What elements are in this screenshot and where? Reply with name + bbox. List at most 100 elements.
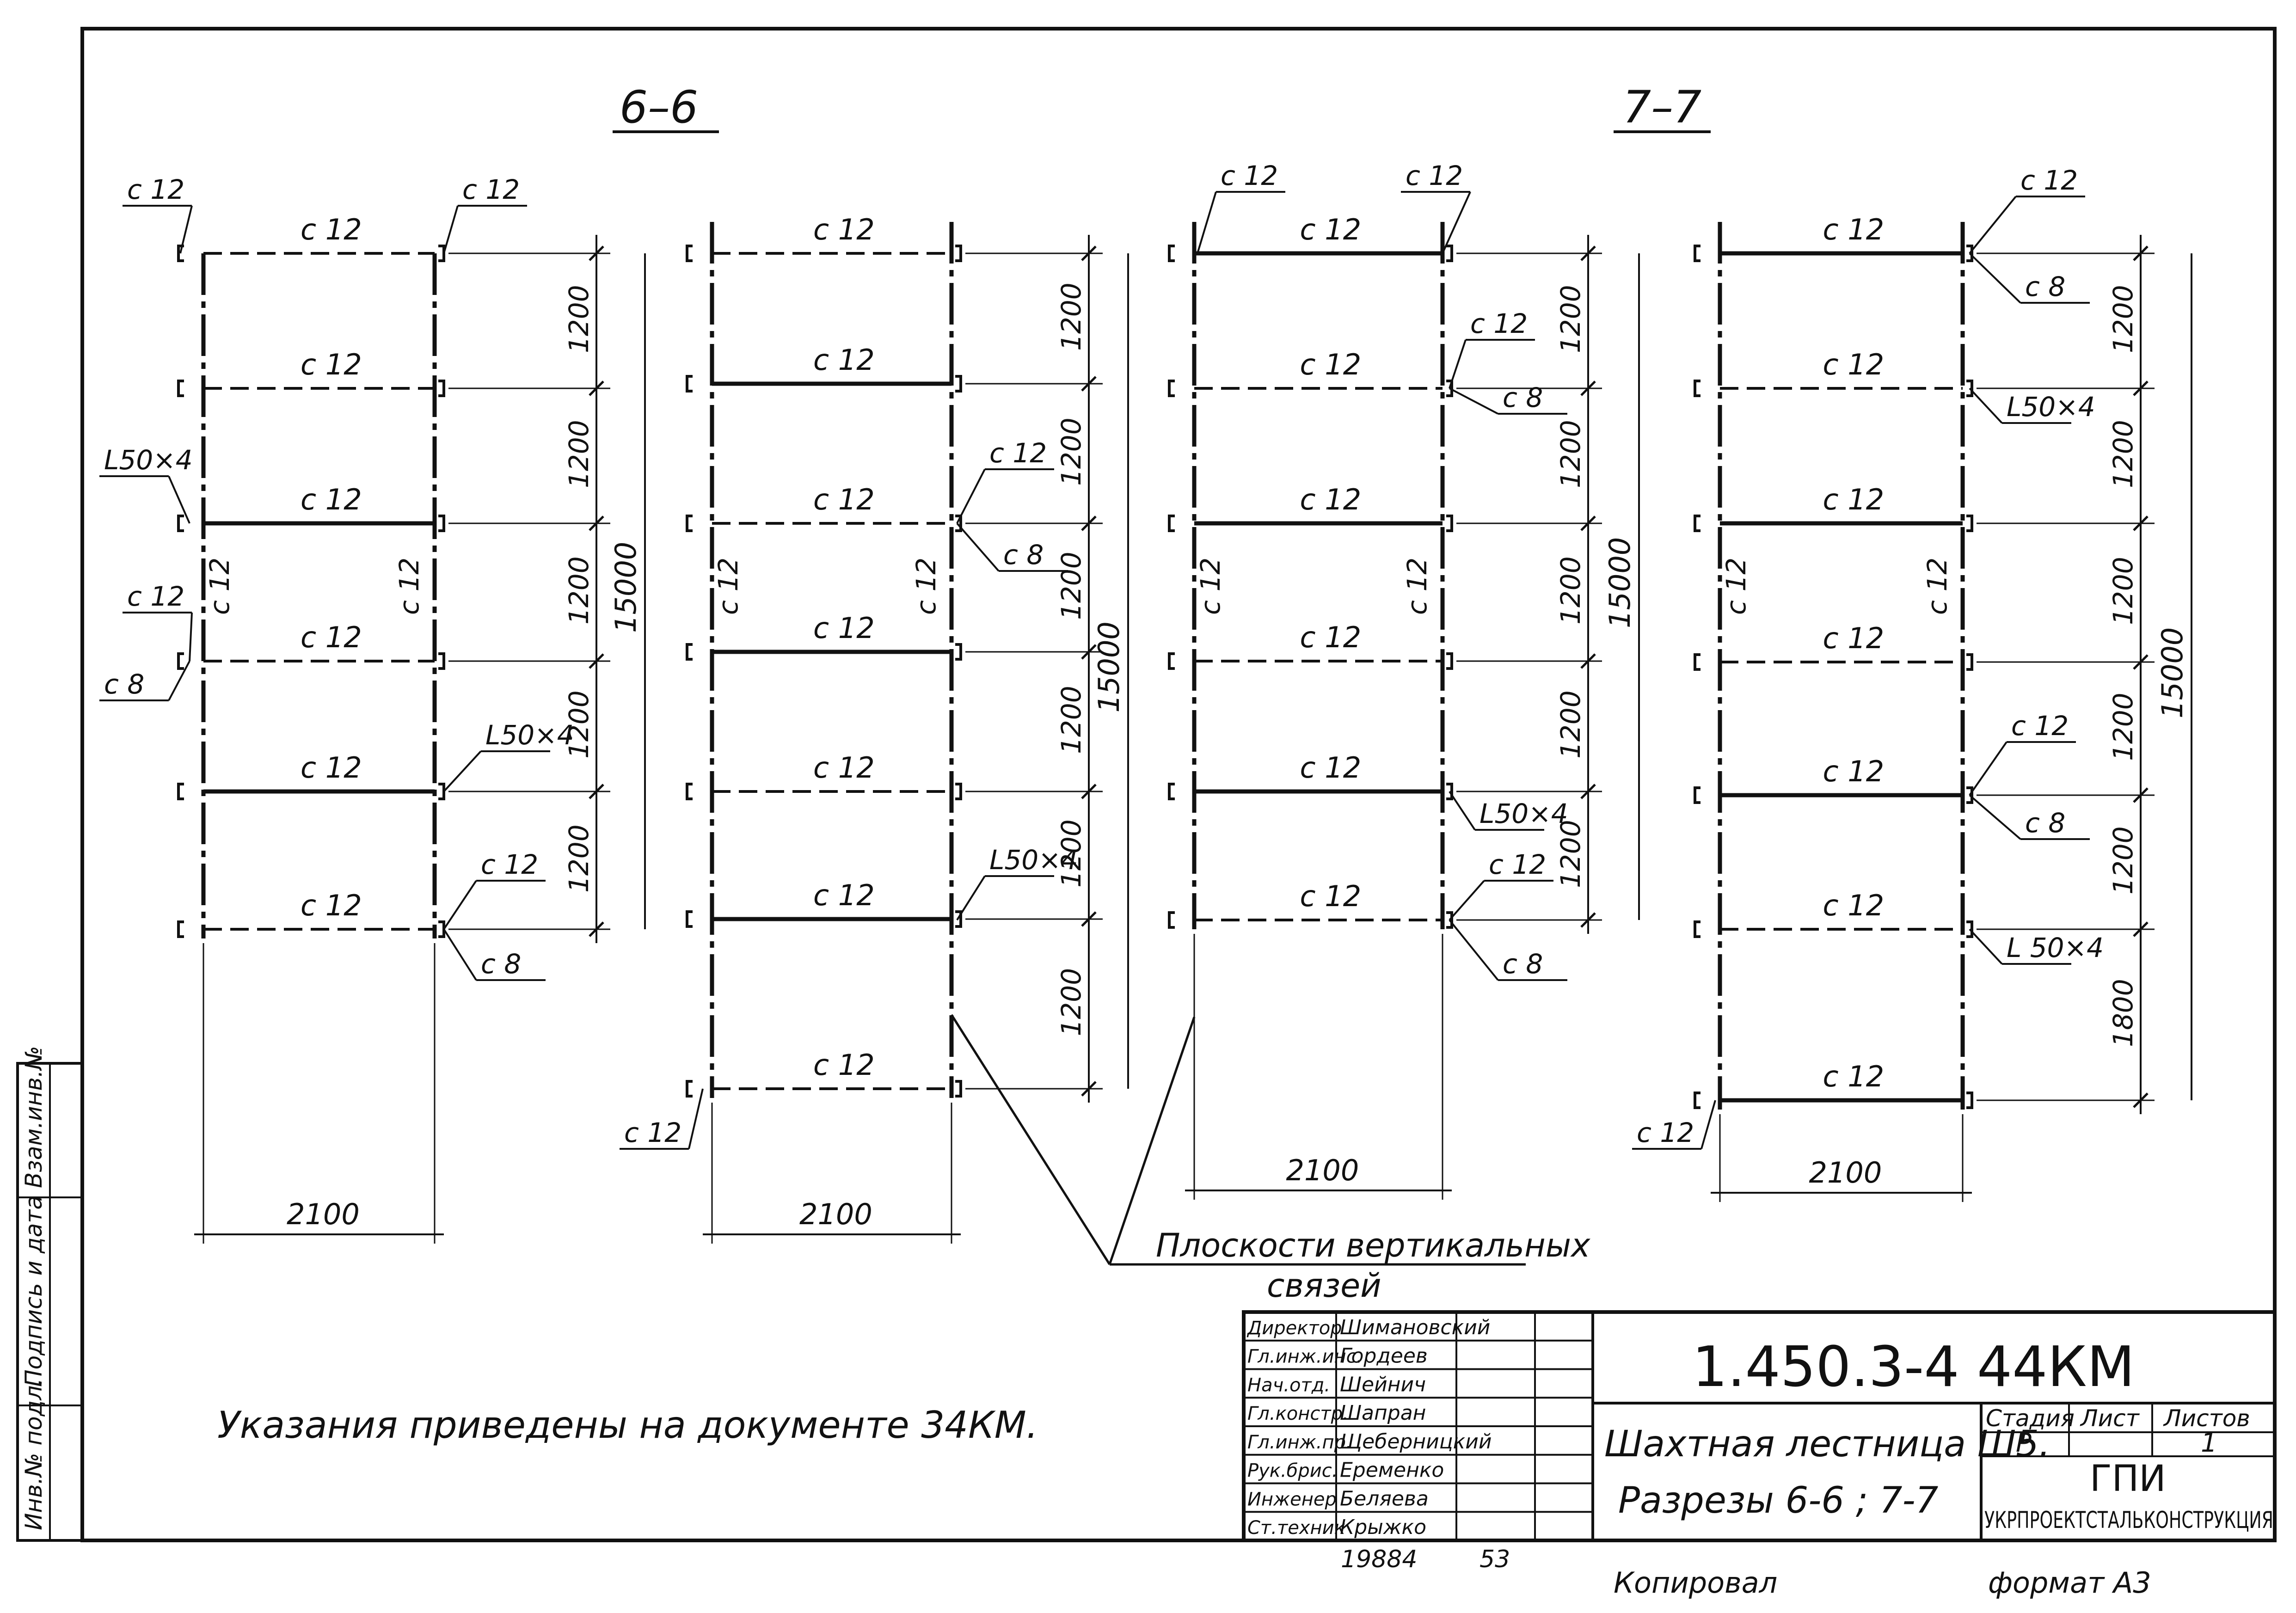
dimension-tick (589, 380, 604, 396)
beam-label: с 12 (301, 620, 362, 654)
width-dimension-value: 2100 (1809, 1156, 1882, 1190)
dimension-tick (1081, 245, 1097, 261)
leader-line (443, 205, 459, 254)
dimension-value: 1200 (1056, 686, 1087, 754)
column-label-left: с 12 (204, 558, 235, 615)
dimension-tick (2133, 787, 2149, 803)
beam-label: с 12 (813, 343, 875, 377)
title-block-role: Гл.констр. (1247, 1403, 1349, 1424)
channel-marker-right (955, 375, 962, 393)
dimension-value: 1200 (1555, 690, 1586, 759)
leader-line (189, 612, 193, 662)
channel-marker-right (955, 783, 962, 800)
channel-marker-left (1168, 652, 1175, 670)
channel-marker-left (686, 1080, 693, 1098)
dimension-value: 1200 (563, 285, 595, 353)
leader-label: с 8 (481, 948, 521, 980)
sheet-header: Лист (2080, 1405, 2140, 1432)
channel-marker-right (1966, 245, 1973, 262)
leader-label: L 50×4 (2007, 932, 2104, 963)
dimension-tick (2133, 1092, 2149, 1108)
dimension-value: 1200 (1555, 556, 1586, 625)
channel-marker-left (1168, 515, 1175, 532)
dimension-value: 1200 (563, 556, 595, 625)
sheets-value: 1 (2201, 1428, 2217, 1458)
channel-marker-right (1966, 653, 1973, 671)
beam-label: с 12 (1300, 620, 1362, 654)
dimension-value: 1200 (1056, 282, 1087, 351)
leader-line (168, 661, 190, 701)
channel-marker-right (955, 643, 962, 661)
channel-marker-right (1446, 515, 1453, 532)
bracing-callout: Плоскости вертикальных связей (950, 1014, 1590, 1305)
channel-marker-left (686, 910, 693, 928)
channel-marker-right (1966, 786, 1973, 804)
dimension-value: 1200 (1056, 819, 1087, 888)
dimension-tick (589, 245, 604, 261)
doc-number: 1.450.3-4 44КМ (1692, 1335, 2135, 1399)
channel-marker-left (686, 515, 693, 532)
beam-label: с 12 (1300, 879, 1362, 913)
leader-line (1701, 1100, 1716, 1149)
leader-label: L50×4 (989, 844, 1078, 876)
dimension-tick (1081, 911, 1097, 927)
dimension-tick (2133, 921, 2149, 937)
leader-label: с 8 (1003, 539, 1044, 570)
beam-label: с 12 (813, 878, 875, 912)
channel-marker-right (955, 515, 962, 532)
channel-marker-right (438, 380, 445, 397)
leader-label: L50×4 (104, 444, 193, 476)
beam-label: с 12 (1823, 213, 1885, 246)
channel-marker-left (177, 380, 184, 397)
channel-marker-left (1694, 245, 1701, 262)
leader-label: L50×4 (2007, 391, 2095, 423)
title-block-role: Нач.отд. (1247, 1374, 1330, 1396)
dimension-value: 1200 (2107, 285, 2139, 353)
leader-label: с 12 (2011, 710, 2069, 742)
leader-label: с 8 (2025, 271, 2065, 302)
channel-marker-left (1168, 911, 1175, 929)
dimension-tick (1580, 653, 1596, 669)
title-block-role: Директор (1246, 1318, 1342, 1339)
footer-format: формат А3 (1988, 1566, 2151, 1600)
beam-label: с 12 (1823, 1060, 1885, 1093)
channel-marker-left (177, 920, 184, 938)
channel-marker-right (1446, 245, 1453, 262)
leader-label: с 12 (127, 174, 184, 205)
channel-marker-left (686, 245, 693, 262)
beam-label: с 12 (1823, 348, 1885, 381)
leader-line (956, 469, 986, 524)
title-block-role: Гл.инж.пр. (1247, 1432, 1352, 1453)
leader-line (1969, 196, 2017, 254)
overall-dimension-value: 15000 (1092, 621, 1126, 712)
leader-line (1969, 252, 2021, 304)
title-block-name: Еременко (1340, 1459, 1444, 1482)
leader-label: с 12 (127, 581, 184, 612)
footer-copied: Копировал (1614, 1566, 1777, 1600)
channel-marker-right (1966, 920, 1973, 938)
sheets-header: Листов (2163, 1405, 2250, 1432)
beam-label: с 12 (1300, 213, 1362, 246)
leader-label: с 12 (1406, 160, 1463, 191)
channel-marker-right (955, 910, 962, 928)
dimension-tick (1580, 784, 1596, 799)
leader-line (956, 522, 1000, 572)
org-name: ГПИ (2090, 1458, 2166, 1500)
dimension-value: 1200 (1056, 552, 1087, 620)
leader-line (688, 1088, 704, 1149)
channel-marker-right (1446, 783, 1453, 800)
channel-marker-left (1694, 786, 1701, 804)
leader-line (1442, 191, 1471, 254)
title-block-name: Шимановский (1340, 1316, 1490, 1339)
title-block-role: Рук.брис. (1247, 1460, 1338, 1482)
channel-marker-left (177, 515, 184, 532)
column-label-left: с 12 (1720, 558, 1752, 615)
channel-marker-right (955, 1080, 962, 1098)
overall-dimension-value: 15000 (2155, 627, 2189, 718)
beam-label: с 12 (1823, 483, 1885, 516)
title-line2: Разрезы 6-6 ; 7-7 (1618, 1480, 1938, 1521)
leader-label: с 8 (1503, 948, 1543, 980)
dimension-tick (1580, 380, 1596, 396)
leader-line (443, 880, 477, 930)
